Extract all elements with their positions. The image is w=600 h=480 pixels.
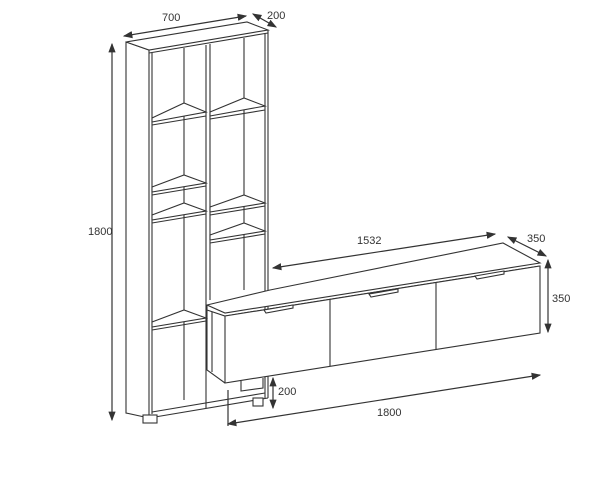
- bookcase-foot: [142, 414, 158, 424]
- dimension-lines: 700 200 1800 1532 350 350 200 1800: [88, 10, 570, 427]
- dim-console-clearance: 200: [278, 386, 296, 398]
- console-front: [224, 265, 541, 384]
- shelves: [151, 97, 268, 331]
- door-handle: [368, 288, 399, 298]
- dim-console-height: 350: [552, 293, 570, 305]
- dim-console-length: 1800: [377, 407, 401, 419]
- bookcase-left-side: [125, 41, 150, 419]
- dim-bookcase-height: 1800: [88, 226, 112, 238]
- bookcase: [125, 21, 271, 424]
- door-handle: [474, 270, 505, 280]
- door-handle: [263, 304, 294, 314]
- dim-console-top-length: 1532: [357, 235, 381, 247]
- dim-bookcase-width: 700: [162, 12, 180, 24]
- tv-console: [205, 242, 542, 392]
- bookcase-foot: [252, 397, 264, 407]
- bookcase-top: [125, 21, 271, 51]
- dim-console-depth: 350: [527, 233, 545, 245]
- dim-bookcase-depth: 200: [267, 10, 285, 22]
